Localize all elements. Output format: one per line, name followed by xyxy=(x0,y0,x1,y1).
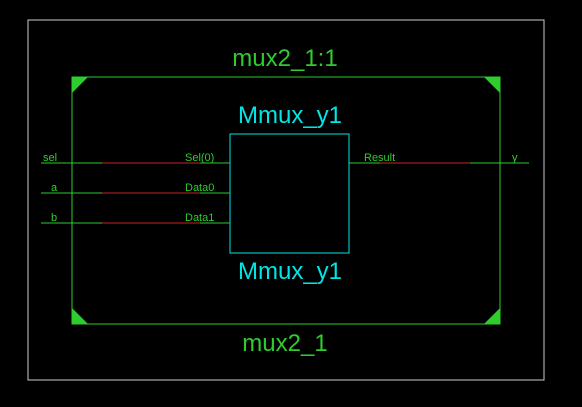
instance-name-bottom: Mmux_y1 xyxy=(238,258,342,285)
port-label-y: y xyxy=(512,152,518,164)
module-corner-bottom-left xyxy=(72,308,88,324)
input-b[interactable]: b Data1 xyxy=(41,212,230,224)
instance-box[interactable] xyxy=(229,133,350,254)
pin-label-sel: Sel(0) xyxy=(185,152,214,164)
input-sel[interactable]: sel Sel(0) xyxy=(41,152,230,164)
input-a[interactable]: a Data0 xyxy=(41,182,230,194)
module-corner-top-left xyxy=(72,77,88,93)
port-label-a: a xyxy=(51,182,58,194)
pin-label-result: Result xyxy=(364,152,395,164)
pin-label-data1: Data1 xyxy=(185,212,214,224)
pin-label-data0: Data0 xyxy=(185,182,214,194)
module-name-label: mux2_1 xyxy=(242,330,327,357)
module-instance-label: mux2_1:1 xyxy=(232,45,337,72)
module-corner-bottom-right xyxy=(484,308,500,324)
outer-frame xyxy=(27,19,545,381)
instance-name-top: Mmux_y1 xyxy=(238,102,342,129)
port-label-b: b xyxy=(51,212,57,224)
module-box[interactable] xyxy=(71,76,501,325)
output-y[interactable]: Result y xyxy=(349,152,529,164)
module-corner-top-right xyxy=(484,77,500,93)
port-label-sel: sel xyxy=(43,152,57,164)
